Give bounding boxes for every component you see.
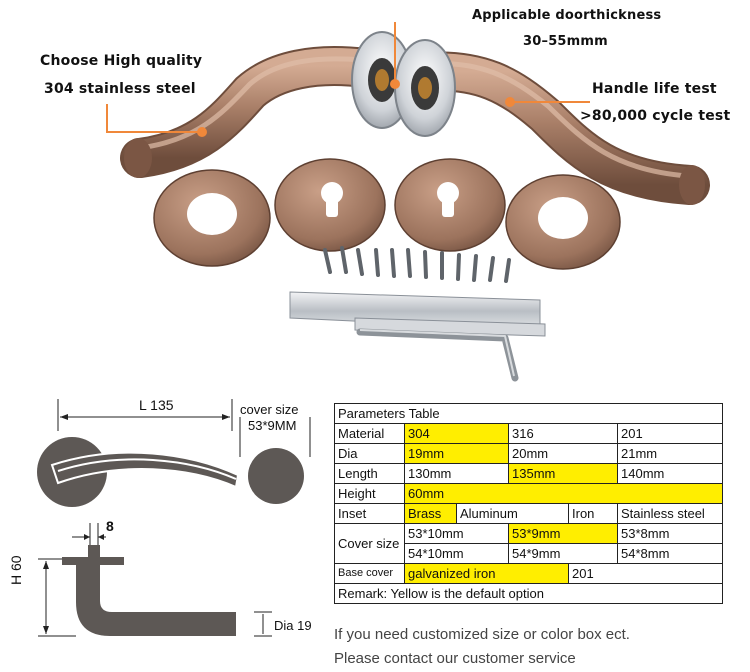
dimension-drawing bbox=[37, 399, 311, 637]
life-test-callout-line2: >80,000 cycle test bbox=[580, 108, 731, 124]
rose-plain-right bbox=[505, 174, 621, 270]
length-label: L 135 bbox=[139, 397, 174, 413]
product-photo bbox=[106, 22, 710, 382]
cover-option-default: 53*9mm bbox=[508, 523, 618, 544]
material-option: 201 bbox=[617, 423, 723, 444]
door-thickness-callout-line2: 30–55mmm bbox=[523, 34, 608, 49]
height-dimension-line bbox=[38, 558, 76, 637]
spindle-bar bbox=[289, 291, 546, 337]
rose-keyhole-left bbox=[274, 158, 386, 252]
length-option-default: 135mm bbox=[508, 463, 618, 484]
base-cover-option-default: galvanized iron bbox=[404, 563, 569, 584]
row-label-material: Material bbox=[334, 423, 405, 444]
row-label-height: Height bbox=[334, 483, 405, 504]
width-label: 8 bbox=[106, 518, 114, 534]
dia-dimension-line bbox=[254, 611, 272, 637]
allen-key bbox=[356, 328, 519, 382]
table-row: 54*10mm 54*9mm 54*8mm bbox=[335, 543, 723, 564]
life-test-callout-line1: Handle life test bbox=[592, 81, 717, 97]
door-thickness-callout-line1: Applicable doorthickness bbox=[472, 8, 662, 23]
quality-callout-line2: 304 stainless steel bbox=[44, 81, 196, 97]
row-label-cover-size: Cover size bbox=[334, 523, 405, 564]
parameters-table: Parameters Table Material 304 316 201 Di… bbox=[334, 403, 723, 604]
cover-option: 54*8mm bbox=[617, 543, 723, 564]
width-dimension-line bbox=[72, 523, 106, 545]
dia-option-default: 19mm bbox=[404, 443, 509, 464]
cover-size-label-line1: cover size bbox=[240, 402, 299, 417]
dia-label: Dia 19 bbox=[274, 618, 312, 633]
left-lever-handle bbox=[120, 46, 385, 178]
cover-option: 53*8mm bbox=[617, 523, 723, 544]
row-label-base-cover: Base cover bbox=[334, 563, 405, 584]
row-label-dia: Dia bbox=[334, 443, 405, 464]
length-option: 130mm bbox=[404, 463, 509, 484]
table-row: Inset Brass Aluminum Iron Stainless stee… bbox=[334, 503, 723, 524]
leader-dots bbox=[197, 79, 515, 137]
custom-note-line2: Please contact our customer service bbox=[334, 650, 576, 667]
handle-side-view bbox=[62, 545, 236, 636]
dia-option: 21mm bbox=[617, 443, 723, 464]
inset-option-default: Brass bbox=[404, 503, 457, 524]
rose-keyhole-right bbox=[394, 158, 506, 252]
height-option-default: 60mm bbox=[404, 483, 723, 504]
table-row: Remark: Yellow is the default option bbox=[334, 583, 723, 604]
row-label-inset: Inset bbox=[334, 503, 405, 524]
custom-note-line1: If you need customized size or color box… bbox=[334, 626, 630, 643]
base-cover-option: 201 bbox=[568, 563, 723, 584]
leader-lines bbox=[106, 22, 590, 133]
table-row: Material 304 316 201 bbox=[334, 423, 723, 444]
dia-option: 20mm bbox=[508, 443, 618, 464]
height-label: H 60 bbox=[8, 555, 24, 585]
table-row: Cover size 53*10mm 53*9mm 53*8mm bbox=[334, 523, 723, 564]
cover-option: 54*9mm bbox=[508, 543, 618, 564]
table-row: Base cover galvanized iron 201 bbox=[334, 563, 723, 584]
length-dimension-line bbox=[57, 399, 233, 431]
table-row: Dia 19mm 20mm 21mm bbox=[334, 443, 723, 464]
screws bbox=[323, 246, 511, 283]
table-row: Length 130mm 135mm 140mm bbox=[334, 463, 723, 484]
inset-option: Iron bbox=[568, 503, 618, 524]
length-option: 140mm bbox=[617, 463, 723, 484]
cover-size-label-line2: 53*9MM bbox=[248, 418, 297, 433]
material-option-default: 304 bbox=[404, 423, 509, 444]
table-title: Parameters Table bbox=[334, 403, 723, 424]
table-remark: Remark: Yellow is the default option bbox=[334, 583, 723, 604]
chrome-base-right bbox=[394, 39, 456, 137]
rose-plain-left bbox=[153, 169, 271, 267]
cover-option: 53*10mm bbox=[404, 523, 509, 544]
row-label-length: Length bbox=[334, 463, 405, 484]
cover-option: 54*10mm bbox=[404, 543, 509, 564]
cover-circle bbox=[248, 448, 304, 504]
handle-top-view bbox=[37, 437, 240, 507]
right-lever-handle bbox=[405, 51, 710, 205]
inset-option: Aluminum bbox=[456, 503, 569, 524]
material-option: 316 bbox=[508, 423, 618, 444]
table-row: Parameters Table bbox=[334, 403, 723, 424]
table-row: Height 60mm bbox=[334, 483, 723, 504]
inset-option: Stainless steel bbox=[617, 503, 723, 524]
cover-dimension-line bbox=[239, 417, 311, 457]
quality-callout-line1: Choose High quality bbox=[40, 53, 203, 69]
